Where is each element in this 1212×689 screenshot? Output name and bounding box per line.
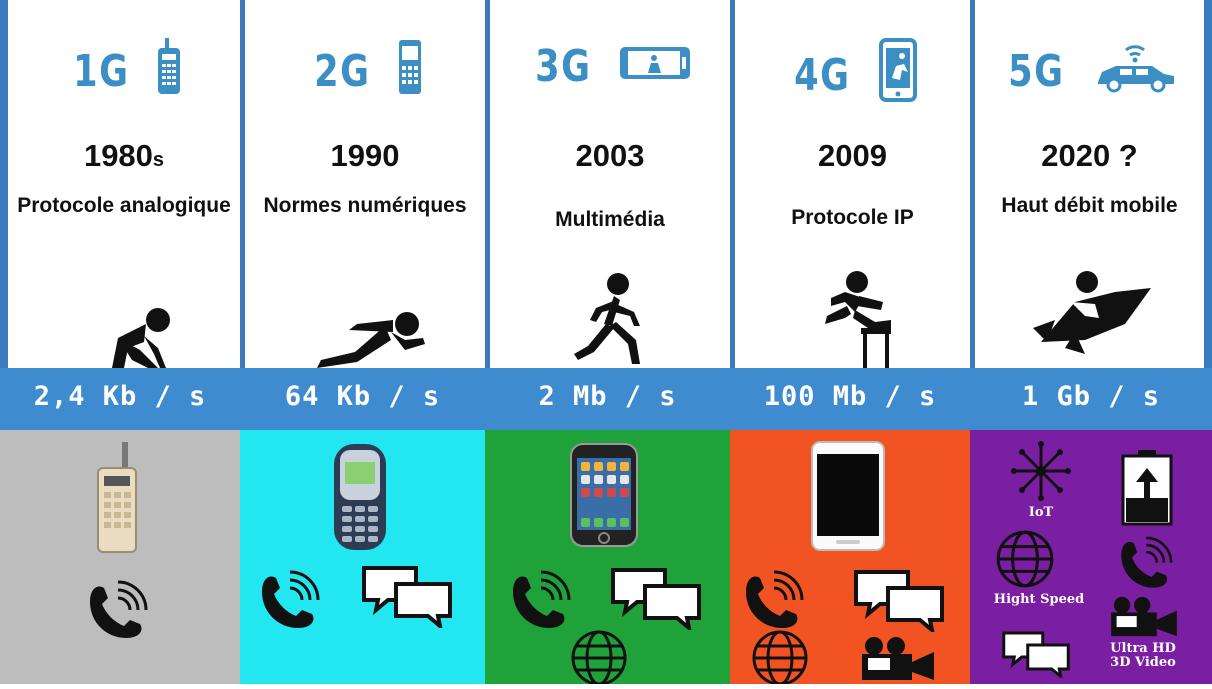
chat-bubbles-icon	[360, 564, 454, 633]
year: 1980s	[8, 138, 240, 174]
phone-call-icon	[84, 576, 156, 645]
iot-label: IoT	[1028, 505, 1054, 520]
generation-title: 4G	[735, 38, 970, 113]
smartphone-icon	[878, 38, 918, 113]
generation-title: 3G	[490, 38, 730, 92]
phone-call-icon	[256, 566, 328, 635]
hight-speed-label: Hight Speed	[993, 592, 1085, 607]
generation-label: 1G	[73, 46, 130, 97]
panel-4g	[730, 430, 970, 687]
generation-label: 5G	[1008, 46, 1066, 97]
year: 2009	[818, 138, 887, 173]
chat-bubbles-icon	[609, 566, 703, 635]
iphone-image	[569, 442, 639, 553]
running-man-icon	[490, 262, 730, 368]
globe-icon	[992, 526, 1058, 597]
chat-bubbles-icon	[852, 568, 946, 637]
brick-phone-image	[92, 442, 146, 559]
ultra-hd-line1: Ultra HD	[1110, 641, 1176, 656]
year: 2003	[575, 138, 645, 173]
network-icon	[1010, 440, 1072, 507]
ultra-hd-line2: 3D Video	[1110, 655, 1176, 670]
description: Normes numériques	[263, 194, 467, 217]
column-1g: 1G 1980s Protocole analogique	[0, 0, 240, 368]
description: Protocole analogique	[17, 194, 231, 217]
rocket-rider-icon	[975, 262, 1204, 368]
ultra-hd-label: Ultra HD 3D Video	[1100, 642, 1186, 670]
generation-label: 2G	[314, 46, 371, 97]
panel-1g	[0, 430, 240, 684]
brick-phone-icon	[156, 38, 182, 105]
phone-call-icon	[507, 566, 579, 635]
generation-columns: 1G 1980s Protocole analogique 2G 1990 No…	[0, 0, 1212, 368]
column-5g: 5G 2020 ? Haut débit mobile	[970, 0, 1212, 368]
year: 2020 ?	[1041, 138, 1138, 173]
speed-2g: 64 Kb / s	[284, 381, 441, 412]
generation-title: 2G	[245, 38, 485, 105]
panel-2g	[240, 430, 485, 684]
generation-label: 3G	[535, 40, 592, 92]
video-camera-icon	[1106, 596, 1182, 643]
generation-label: 4G	[794, 50, 852, 101]
chat-bubbles-icon	[1000, 630, 1072, 683]
battery-upload-icon	[1120, 450, 1174, 531]
phone-call-icon	[740, 566, 812, 635]
column-3g: 3G 2003 Multimédia	[485, 0, 730, 368]
panel-3g	[485, 430, 730, 686]
video-camera-icon	[858, 636, 938, 687]
description: Protocole IP	[791, 206, 914, 229]
generation-title: 5G	[975, 38, 1204, 105]
column-2g: 2G 1990 Normes numériques	[240, 0, 485, 368]
generation-title: 1G	[8, 38, 240, 105]
connected-car-icon	[1092, 38, 1178, 105]
nokia-phone-image	[330, 440, 390, 557]
description: Multimédia	[555, 208, 665, 231]
globe-icon	[748, 626, 812, 689]
crouching-runner-icon	[8, 262, 240, 368]
speed-3g: 2 Mb / s	[538, 381, 677, 412]
phone-call-icon	[1116, 532, 1180, 595]
feature-phone-icon	[397, 38, 423, 105]
hurdle-runner-icon	[735, 262, 970, 368]
speed-4g: 100 Mb / s	[763, 381, 937, 412]
speed-5g: 1 Gb / s	[1021, 381, 1161, 412]
description: Haut débit mobile	[1001, 194, 1178, 217]
column-4g: 4G 2009 Protocole IP	[730, 0, 970, 368]
panel-5g: IoT Hight Speed Ultra HD 3D Video	[970, 430, 1212, 684]
smartphone-image	[810, 440, 886, 557]
speed-bar: 2,4 Kb / s 64 Kb / s 2 Mb / s 100 Mb / s…	[0, 368, 1212, 430]
globe-icon	[567, 626, 631, 689]
year-suffix: s	[152, 149, 165, 171]
year-value: 1980	[83, 138, 153, 173]
feature-panels: IoT Hight Speed Ultra HD 3D Video	[0, 430, 1212, 687]
sprinting-runner-icon	[245, 262, 485, 368]
speed-1g: 2,4 Kb / s	[33, 381, 207, 412]
video-phone-icon	[618, 41, 692, 92]
year: 1990	[330, 138, 400, 173]
